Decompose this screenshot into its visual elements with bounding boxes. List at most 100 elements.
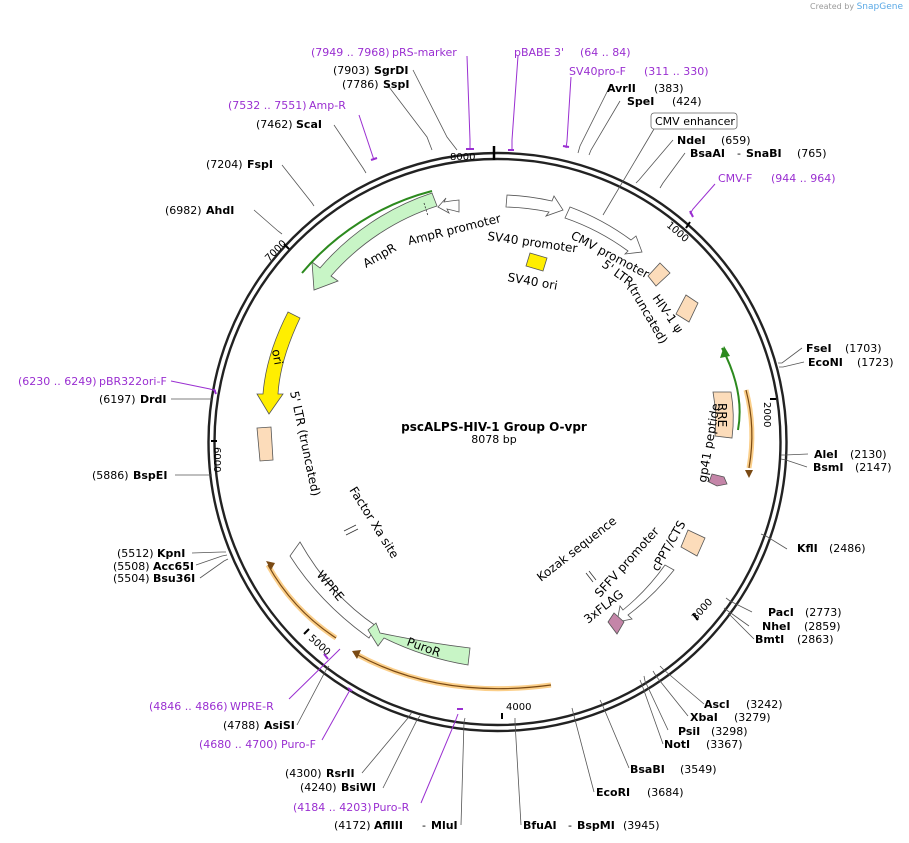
site-ahdi-pos: (6982): [165, 204, 202, 217]
snapgene-credit: Created by SnapGene: [810, 2, 903, 12]
site-bsabi-pos: (3549): [680, 763, 717, 776]
ampr-promoter-arrow: [437, 197, 460, 214]
cmv-enhancer-callout-box: [650, 112, 738, 130]
tick-6000: 6000: [211, 447, 222, 472]
cmv-enhancer-callout: CMV enhancer: [655, 115, 735, 128]
site-sgrdi-pos: (7903): [333, 64, 370, 77]
site-bfuai-sep: -: [568, 819, 572, 832]
site-bsaai-pos: (765): [797, 147, 827, 160]
primer-cmv-f-name: CMV-F: [718, 172, 752, 185]
sv40-ori-box: [525, 252, 548, 272]
site-scai-name: ScaI: [296, 118, 322, 131]
site-ecori-name: EcoRI: [596, 786, 630, 799]
site-ecori-pos: (3684): [647, 786, 684, 799]
site-asisi-name: AsiSI: [264, 719, 295, 732]
primer-leaders: [170, 55, 716, 804]
cmv-promoter-arrow: [564, 206, 643, 255]
label-ori: ori: [269, 348, 285, 366]
site-paci-pos: (2773): [805, 606, 842, 619]
site-ahdi-name: AhdI: [206, 204, 234, 217]
primer-pbr322ori-f-name: pBR322ori-F: [99, 375, 167, 388]
ori-arrow: [256, 311, 301, 415]
site-nhei-pos: (2859): [804, 620, 841, 633]
site-bmti-pos: (2863): [797, 633, 834, 646]
ltr5-left-box: [256, 426, 274, 462]
site-mlui-name: MluI: [431, 819, 458, 832]
site-alei-name: AleI: [814, 448, 838, 461]
site-afliii-pos: (4172): [334, 819, 371, 832]
site-econi-pos: (1723): [857, 356, 894, 369]
primer-cmv-f-range: (944 .. 964): [771, 172, 836, 185]
site-drdi-pos: (6197): [99, 393, 136, 406]
site-bsaai-sep: -: [737, 147, 741, 160]
site-avrii-name: AvrII: [607, 82, 636, 95]
primer-wpre-r-range: (4846 .. 4866): [149, 700, 228, 713]
label-factor-xa: Factor Xa site: [346, 484, 401, 561]
label-ltr5-left: 5' LTR (truncated): [287, 390, 323, 498]
site-xbai-pos: (3279): [734, 711, 771, 724]
site-bspmi-name: BspMI: [577, 819, 615, 832]
site-bsu36i-name: Bsu36I: [153, 572, 195, 585]
credit-prefix: Created by: [810, 2, 855, 11]
plasmid-name: pscALPS-HIV-1 Group O-vpr: [401, 420, 587, 434]
site-alei-pos: (2130): [850, 448, 887, 461]
site-kpni-pos: (5512): [117, 547, 154, 560]
site-kpni-name: KpnI: [157, 547, 185, 560]
sffv-promoter-arrow: [616, 564, 675, 623]
site-asisi-pos: (4788): [223, 719, 260, 732]
site-econi-name: EcoNI: [808, 356, 843, 369]
site-noti-pos: (3367): [706, 738, 743, 751]
tick-8000: 8000: [450, 152, 475, 163]
site-spei-name: SpeI: [627, 95, 654, 108]
label-ampr: AmpR: [361, 241, 399, 271]
site-fsei-pos: (1703): [845, 342, 882, 355]
site-spei-pos: (424): [672, 95, 702, 108]
hiv-psi-box: [675, 294, 699, 323]
primer-pbabe3-range: (64 .. 84): [580, 46, 631, 59]
primer-puro-r-name: Puro-R: [373, 801, 410, 814]
site-bmti-name: BmtI: [755, 633, 784, 646]
site-bsiwi-pos: (4240): [300, 781, 337, 794]
site-bsabi-name: BsaBI: [630, 763, 665, 776]
label-gp41: gp41 peptide: [695, 402, 723, 483]
site-ndei-pos: (659): [721, 134, 751, 147]
label-sv40-ori: SV40 ori: [506, 270, 558, 293]
primer-pbabe3-name: pBABE 3': [514, 46, 564, 59]
plasmid-size: 8078 bp: [471, 433, 516, 446]
label-rre: RRE: [715, 403, 729, 427]
primer-wpre-r-name: WPRE-R: [230, 700, 274, 713]
site-xbai-name: XbaI: [690, 711, 718, 724]
site-acc65i-pos: (5508): [113, 560, 150, 573]
site-asci-name: AscI: [704, 698, 730, 711]
site-bfuai-name: BfuAI: [523, 819, 557, 832]
site-ndei-name: NdeI: [677, 134, 706, 147]
ampr-arrow: [311, 192, 438, 291]
site-afliii-name: AflIII: [374, 819, 403, 832]
snapgene-brand: SnapGene: [856, 2, 903, 12]
primer-labels: (7949 .. 7968) pRS-marker pBABE 3' (64 .…: [18, 46, 836, 814]
site-bfuai-pos: (3945): [623, 819, 660, 832]
primer-amp-r-range: (7532 .. 7551): [228, 99, 307, 112]
site-drdi-name: DrdI: [140, 393, 167, 406]
feature-shapes: [256, 112, 755, 692]
site-sspi-pos: (7786): [342, 78, 379, 91]
tick-4000: 4000: [506, 702, 531, 713]
gp41-box: [708, 473, 728, 487]
puror-arrow: [367, 622, 471, 666]
tick-2000: 2000: [761, 402, 772, 427]
site-psii-pos: (3298): [711, 725, 748, 738]
site-rsrii-pos: (4300): [285, 767, 322, 780]
site-bspei-pos: (5886): [92, 469, 129, 482]
label-sv40-promoter: SV40 promoter: [487, 229, 579, 255]
site-noti-name: NotI: [664, 738, 690, 751]
site-fsei-name: FseI: [806, 342, 832, 355]
site-scai-pos: (7462): [256, 118, 293, 131]
site-bsu36i-pos: (5504): [113, 572, 150, 585]
primer-prs-marker-range: (7949 .. 7968): [311, 46, 390, 59]
site-rsrii-name: RsrII: [326, 767, 355, 780]
primer-pbr322ori-f-range: (6230 .. 6249): [18, 375, 97, 388]
tick-3000: 3000: [690, 597, 715, 623]
primer-amp-r-name: Amp-R: [309, 99, 346, 112]
flag-box: [607, 612, 625, 635]
